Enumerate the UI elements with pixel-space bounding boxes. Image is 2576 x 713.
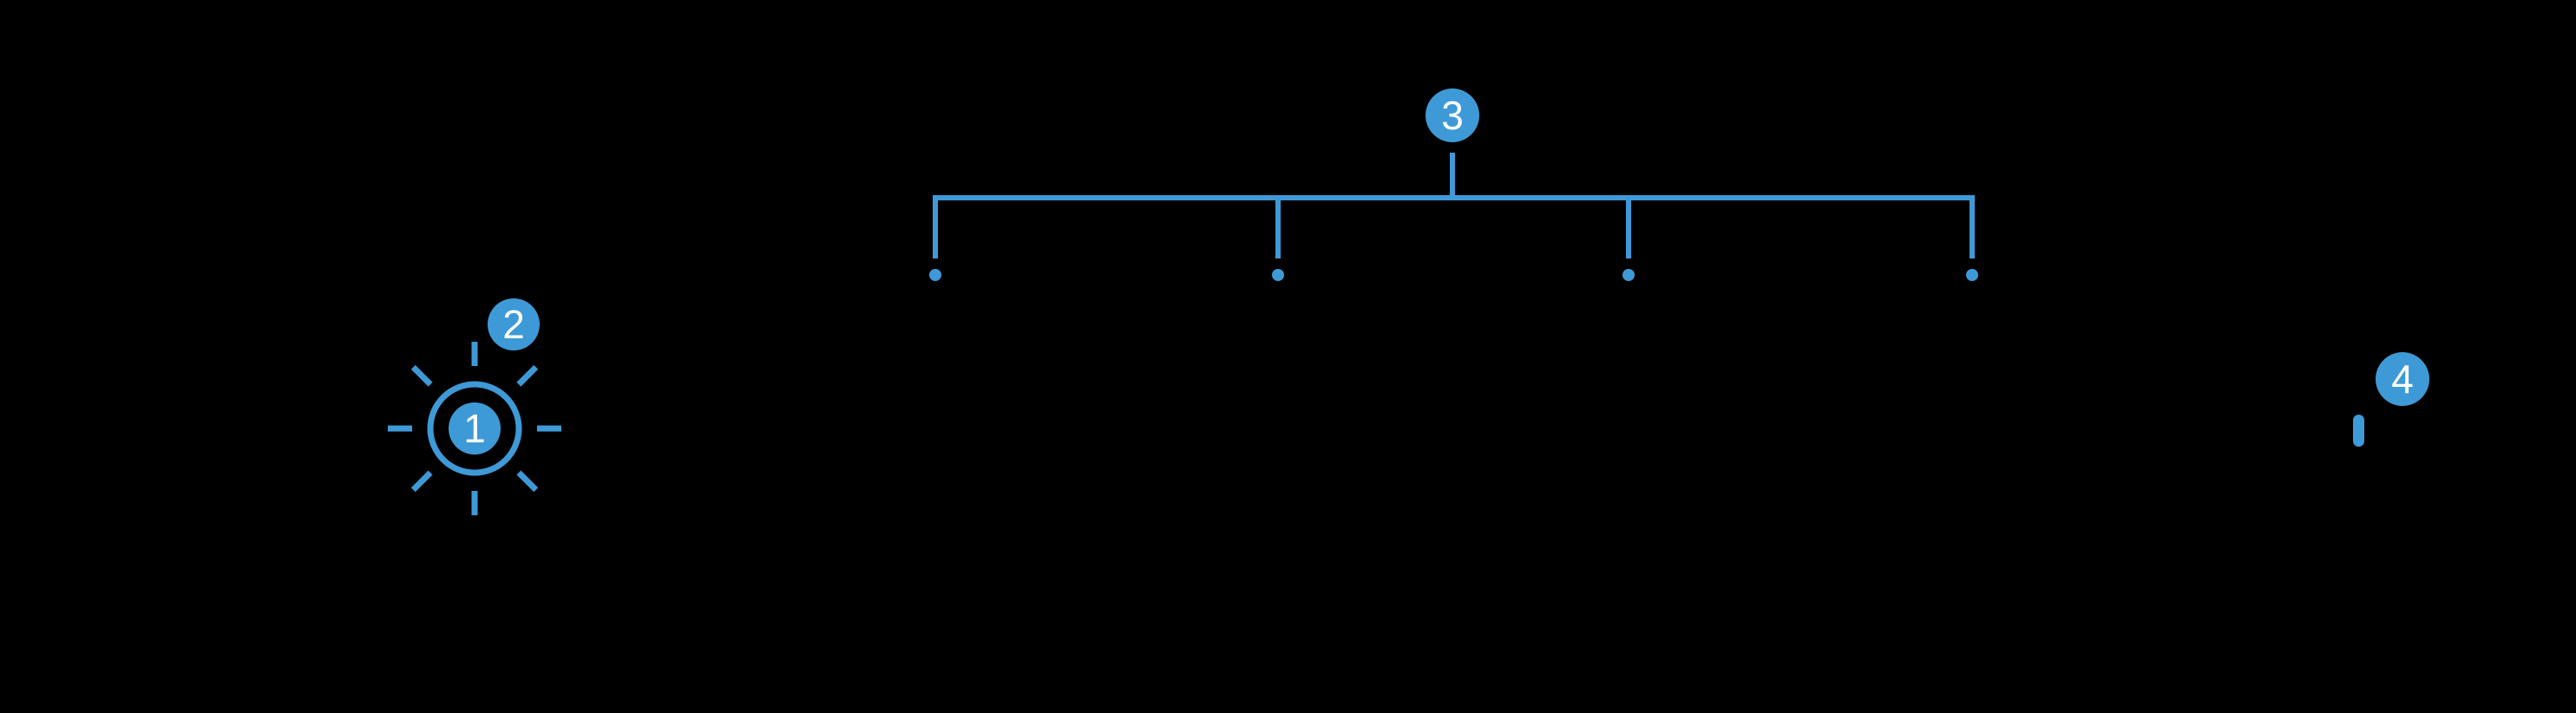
connector-dot — [1622, 269, 1635, 281]
sun-ray-icon — [516, 470, 539, 493]
callout-badge-1: 1 — [449, 402, 501, 455]
bracket-lines — [933, 153, 1975, 258]
connector-dot — [1966, 269, 1978, 281]
callout-badge-2: 2 — [488, 298, 540, 350]
badge-number: 1 — [463, 406, 486, 451]
connector-dot — [929, 269, 941, 281]
callout-badge-3: 3 — [1426, 88, 1479, 142]
sun-ring-icon — [427, 381, 522, 476]
badge-number: 4 — [2391, 356, 2414, 402]
badge-circle — [2376, 352, 2429, 406]
badge-number: 2 — [502, 302, 525, 347]
badge-circle — [449, 402, 501, 455]
connector-dot — [1272, 269, 1284, 281]
sun-icon — [388, 342, 561, 515]
callout-badge-4: 4 — [2376, 352, 2429, 406]
badge-circle — [488, 298, 540, 350]
badge-circle — [1426, 88, 1479, 142]
sun-ray-icon — [516, 364, 539, 387]
sun-ray-icon — [410, 470, 433, 493]
tick-mark-icon — [2353, 415, 2364, 447]
badge-number: 3 — [1441, 93, 1464, 138]
grouping-bracket — [929, 153, 1978, 281]
sun-ray-icon — [410, 364, 433, 387]
